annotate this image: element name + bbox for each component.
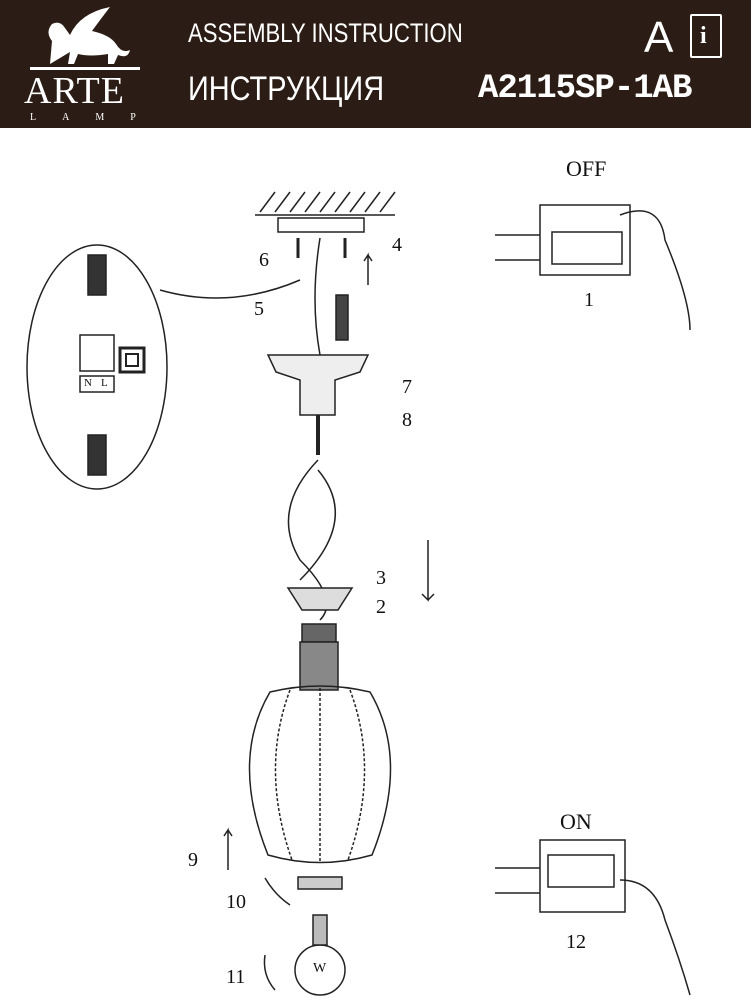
griffin-logo-icon (30, 7, 140, 70)
callout-leader (159, 279, 301, 299)
cable-bottom (87, 434, 107, 476)
assembly-diagram (26, 191, 691, 996)
socket (299, 641, 339, 691)
rotate-arrow-icon-2 (263, 954, 276, 991)
glass-shade (248, 685, 392, 864)
mounting-bracket (277, 217, 365, 233)
terminal-n: N (84, 377, 92, 389)
step-11-label: 11 (226, 966, 246, 988)
step-12-label: 12 (566, 931, 586, 953)
header-banner: ARTE LAMP ASSEMBLY INSTRUCTION ИНСТРУКЦИ… (0, 0, 751, 128)
switch-off-illustration (495, 204, 691, 331)
brand-logo-text: ARTE (24, 70, 125, 112)
arrow-down-icon (421, 540, 435, 602)
title-russian: ИНСТРУКЦИЯ (188, 70, 385, 108)
terminal-block (79, 334, 115, 372)
arrow-up-icon-2 (223, 827, 233, 870)
cup (286, 587, 354, 611)
language-letter: A (644, 13, 674, 62)
brand-subtitle: LAMP (30, 112, 162, 123)
step-3-label: 3 (376, 567, 386, 589)
step-1-label: 1 (584, 289, 594, 311)
bulb-base (312, 914, 328, 946)
rotate-arrow-icon (264, 877, 291, 906)
switch-off-label: OFF (566, 156, 607, 181)
step-5-label: 5 (254, 298, 264, 320)
bulb-letter: W (313, 961, 327, 976)
step-10-label: 10 (226, 891, 246, 913)
step-2-label: 2 (376, 596, 386, 618)
canopy (266, 354, 370, 416)
screws-icon (296, 238, 347, 258)
terminal-l: L (101, 377, 108, 389)
holder-top (301, 623, 337, 643)
terminal-label-box (79, 375, 115, 393)
title-english: ASSEMBLY INSTRUCTION (188, 18, 463, 48)
wiring-detail-callout (26, 244, 168, 490)
arrow-up-icon (363, 252, 373, 285)
ceiling-hatch (255, 191, 396, 216)
shade-ribs (274, 688, 366, 862)
manual-book-icon: i (690, 14, 722, 58)
step-8-label: 8 (402, 409, 412, 431)
shade-ring (297, 876, 343, 890)
step-7-label: 7 (402, 376, 412, 398)
step-6-label: 6 (259, 249, 269, 271)
cable-top (87, 254, 107, 296)
double-insulation-inner (125, 353, 139, 367)
step-4-label: 4 (392, 234, 402, 256)
switch-on-label: ON (560, 809, 592, 834)
screwdriver-icon (335, 294, 349, 341)
double-insulation-icon (118, 346, 146, 374)
wire (314, 237, 321, 356)
step-9-label: 9 (188, 849, 198, 871)
model-number: A2115SP-1AB (478, 70, 692, 108)
switch-on-illustration (495, 839, 691, 996)
